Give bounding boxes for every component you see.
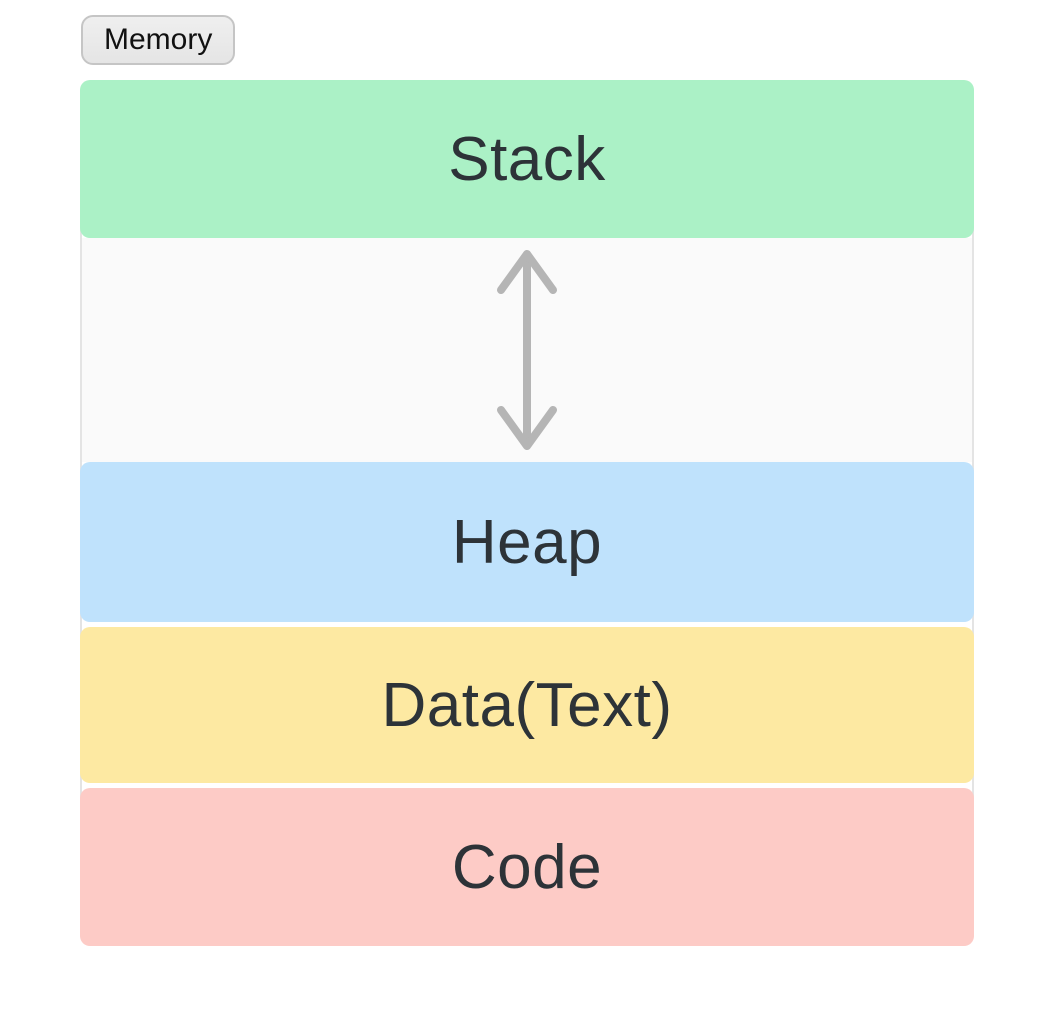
section-data-text: Data(Text) — [80, 627, 974, 783]
stack-heap-free-space — [82, 238, 972, 462]
section-code: Code — [80, 788, 974, 946]
section-stack: Stack — [80, 80, 974, 238]
section-code-label: Code — [451, 832, 603, 902]
memory-badge[interactable]: Memory — [81, 15, 236, 65]
memory-panel: Stack Heap Data(Text) Code — [80, 80, 974, 946]
vertical-double-arrow-icon — [497, 250, 557, 450]
section-heap-label: Heap — [451, 507, 603, 577]
section-stack-label: Stack — [448, 124, 606, 194]
section-heap: Heap — [80, 462, 974, 622]
section-data-text-label: Data(Text) — [381, 670, 673, 740]
memory-badge-label: Memory — [104, 23, 213, 56]
